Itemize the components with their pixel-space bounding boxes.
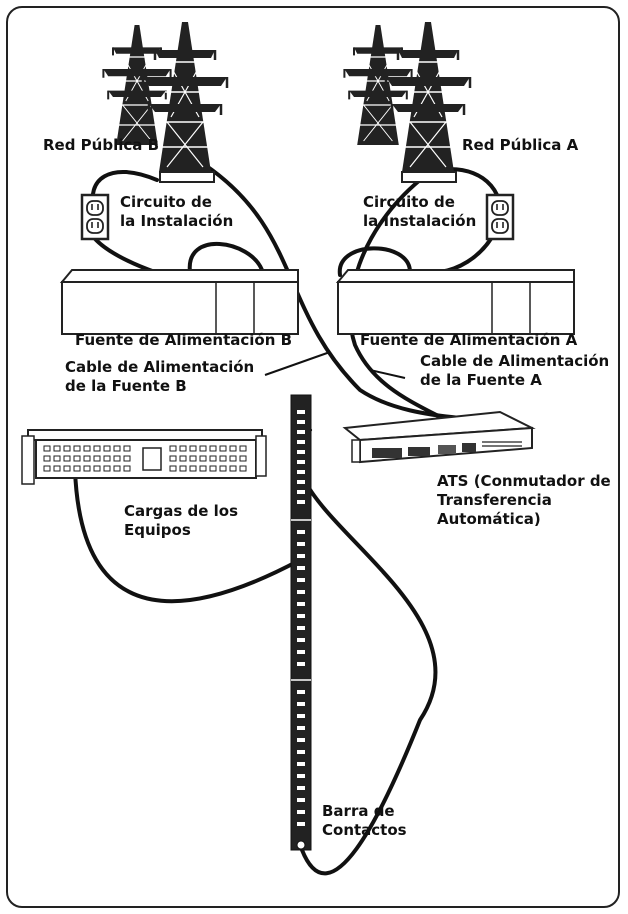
label-cable-b: Cable de Alimentación de la Fuente B <box>65 358 255 395</box>
label-cable-a: Cable de Alimentación de la Fuente A <box>420 352 610 389</box>
ats-unit-icon <box>342 410 536 464</box>
label-circuito-b: Circuito de la Instalación <box>120 193 234 230</box>
label-red-publica-b: Red Pública B <box>43 136 160 154</box>
power-strip-icon <box>290 394 312 851</box>
label-ats: ATS (Conmutador de Transferencia Automát… <box>437 472 611 528</box>
wall-outlet-icon <box>485 193 515 241</box>
tower-base <box>159 171 215 183</box>
tower-base <box>401 171 457 183</box>
label-fuente-a: Fuente de Alimentación A <box>360 331 578 349</box>
label-barra: Barra de Contactos <box>322 802 407 839</box>
rack-equipment-icon <box>21 429 267 485</box>
wall-outlet-icon <box>80 193 110 241</box>
label-cargas: Cargas de los Equipos <box>124 502 239 539</box>
label-fuente-b: Fuente de Alimentación B <box>75 331 293 349</box>
leader-lines <box>264 351 406 379</box>
power-supply-icon <box>337 269 575 335</box>
label-red-publica-a: Red Pública A <box>462 136 579 154</box>
power-supply-icon <box>61 269 299 335</box>
label-circuito-a: Circuito de la Instalación <box>363 193 477 230</box>
